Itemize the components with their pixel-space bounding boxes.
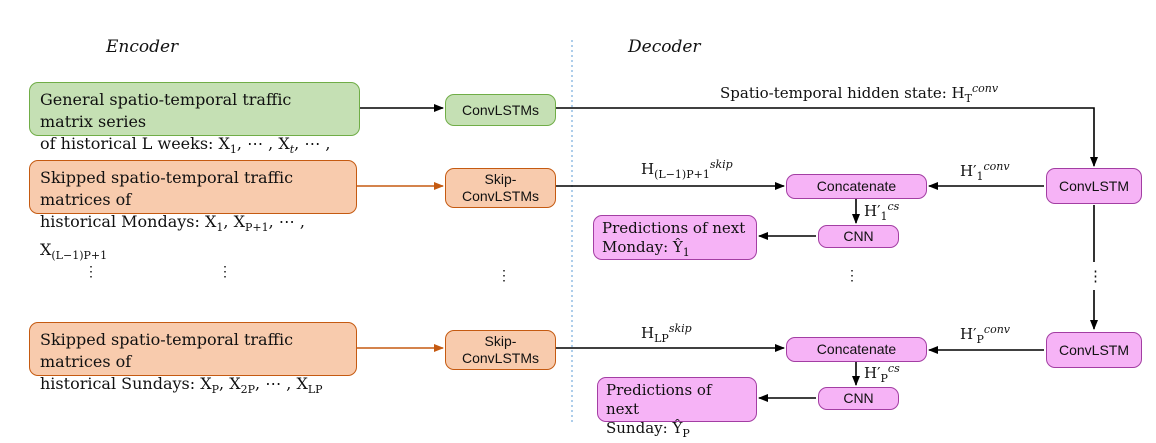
- skip-label-line2: ConvLSTMs: [461, 350, 540, 366]
- cnn-p: CNN: [818, 387, 899, 410]
- ellipsis-input-right: ⋮: [218, 264, 232, 280]
- conv-hidden-label-p: H′Pconv: [960, 323, 1010, 346]
- skip-hidden-label-sunday: HLPskip: [641, 322, 692, 345]
- skip-label-line2: ConvLSTMs: [461, 188, 540, 204]
- hidden-state-label: Spatio-temporal hidden state: HTconv: [720, 82, 999, 105]
- skip-hidden-label-monday: H(L−1)P+1skip: [641, 158, 733, 181]
- ellipsis-encoder: ⋮: [497, 268, 511, 284]
- ellipsis-convlstm-chain: ⋮: [1088, 267, 1103, 285]
- sunday-series-line1: Skipped spatio-temporal traffic matrices…: [40, 330, 294, 371]
- general-series-box: General spatio-temporal traffic matrix s…: [29, 82, 360, 184]
- skip-label-line1: Skip-: [484, 171, 517, 187]
- conv-hidden-label-1: H′1conv: [960, 160, 1010, 183]
- ellipsis-input-left: ⋮: [84, 264, 98, 280]
- arrow-hidden-state: [556, 107, 1098, 167]
- convlstm-decoder-1: ConvLSTM: [1046, 168, 1142, 204]
- prediction-sunday-line2: Sunday: ŶP: [606, 419, 690, 440]
- cs-hidden-label-p: H′Pcs: [864, 362, 900, 385]
- monday-series-line1: Skipped spatio-temporal traffic matrices…: [40, 168, 294, 209]
- concatenate-1: Concatenate: [786, 174, 927, 199]
- cnn-1: CNN: [818, 225, 899, 248]
- prediction-sunday-line1: Predictions of next: [606, 381, 712, 418]
- sunday-series-line2: historical Sundays: XP, X2P, ⋯ , XLP: [40, 374, 323, 397]
- prediction-monday-line2: Monday: Ŷ1: [602, 238, 690, 259]
- skip-label-line1: Skip-: [484, 333, 517, 349]
- prediction-sunday-box: Predictions of next Sunday: ŶP: [597, 377, 757, 440]
- monday-series-line2: historical Mondays: X1, XP+1, ⋯ , X(L−1)…: [40, 212, 305, 263]
- connector-layer: [357, 40, 1098, 425]
- convlstm-decoder-p: ConvLSTM: [1046, 332, 1142, 368]
- monday-series-box: Skipped spatio-temporal traffic matrices…: [29, 160, 357, 262]
- skip-convlstms-monday: Skip-ConvLSTMs: [445, 168, 556, 208]
- prediction-monday-line1: Predictions of next: [602, 219, 746, 237]
- sunday-series-box: Skipped spatio-temporal traffic matrices…: [29, 322, 357, 396]
- convlstms-encoder: ConvLSTMs: [445, 94, 556, 126]
- ellipsis-decoder: ⋮: [845, 268, 859, 284]
- encoder-heading: Encoder: [106, 37, 179, 57]
- decoder-heading: Decoder: [628, 37, 701, 57]
- skip-convlstms-sunday: Skip-ConvLSTMs: [445, 330, 556, 370]
- concatenate-p: Concatenate: [786, 337, 927, 362]
- cs-hidden-label-1: H′1cs: [864, 200, 900, 223]
- general-series-line1: General spatio-temporal traffic matrix s…: [40, 90, 292, 131]
- prediction-monday-box: Predictions of next Monday: Ŷ1: [593, 215, 757, 260]
